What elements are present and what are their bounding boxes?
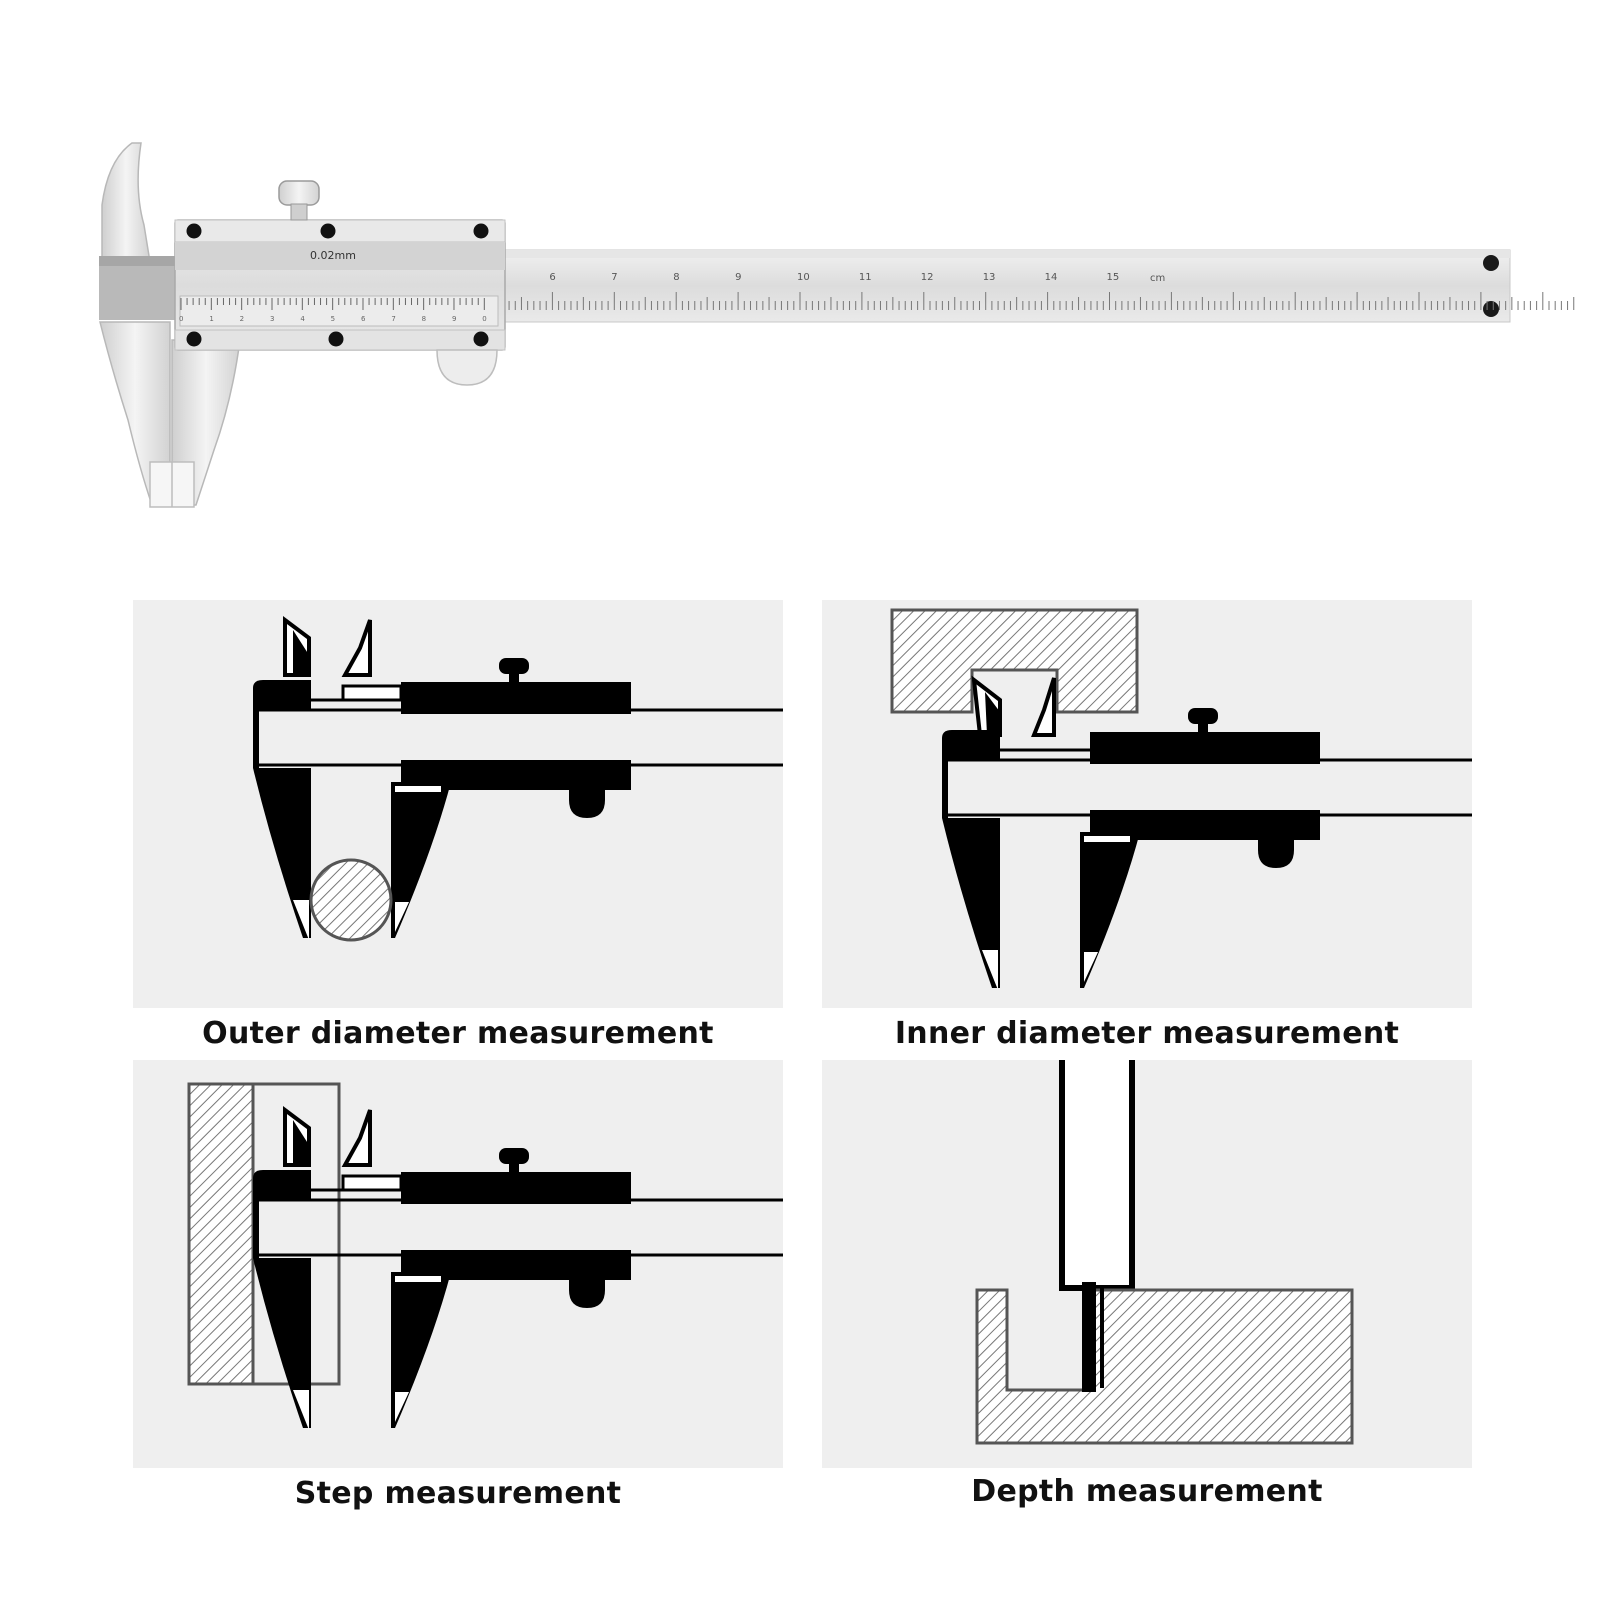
thumb-wheel-icon xyxy=(436,349,498,386)
panel-depth xyxy=(822,1060,1472,1468)
depth-workpiece xyxy=(975,1288,1354,1445)
head-screw xyxy=(473,331,489,347)
main-scale-number: 14 xyxy=(1045,272,1058,283)
vernier-caliper-photo: 0123456789101112131415 cm 0.02mm 0123456… xyxy=(99,142,1575,508)
beam-rivet xyxy=(1483,255,1499,271)
round-workpiece xyxy=(309,858,393,942)
vernier-number: 6 xyxy=(361,315,366,323)
vernier-number: 0 xyxy=(482,315,486,323)
main-scale-number: 6 xyxy=(549,272,555,283)
caption-step: Step measurement xyxy=(294,1476,622,1511)
head-screw xyxy=(328,331,344,347)
vernier-number: 9 xyxy=(452,315,456,323)
head-screw xyxy=(186,223,202,239)
vernier-number: 0 xyxy=(179,315,183,323)
panel-step xyxy=(133,1060,783,1468)
unit-label: cm xyxy=(1150,273,1165,284)
precision-label: 0.02mm xyxy=(310,249,356,262)
vernier-ticks xyxy=(180,298,485,310)
head-screw xyxy=(473,223,489,239)
vernier-number: 5 xyxy=(331,315,335,323)
step-diagram xyxy=(187,1082,783,1430)
hollow-workpiece xyxy=(890,608,1139,714)
panel-inner-diameter xyxy=(822,600,1472,1008)
main-scale-number: 9 xyxy=(735,272,741,283)
outer-diameter-diagram xyxy=(253,616,783,942)
fixed-upper-jaw xyxy=(101,142,151,263)
main-scale-number: 7 xyxy=(611,272,617,283)
locking-screw-icon xyxy=(278,180,320,206)
caption-inner-diameter: Inner diameter measurement xyxy=(894,1016,1400,1051)
main-scale-number: 13 xyxy=(983,272,996,283)
step-workpiece xyxy=(187,1082,255,1386)
head-screw xyxy=(186,331,202,347)
main-scale-number: 15 xyxy=(1107,272,1120,283)
main-scale-number: 11 xyxy=(859,272,872,283)
caliper-beam-end xyxy=(1059,1060,1135,1291)
vernier-number: 1 xyxy=(209,315,213,323)
vernier-number: 4 xyxy=(300,315,305,323)
vernier-number: 8 xyxy=(422,315,426,323)
caption-outer-diameter: Outer diameter measurement xyxy=(202,1016,714,1051)
panel-outer-diameter xyxy=(133,600,783,1008)
depth-diagram xyxy=(975,1060,1354,1445)
inner-diameter-diagram xyxy=(890,608,1472,990)
main-scale-number: 10 xyxy=(797,272,810,283)
head-screw xyxy=(320,223,336,239)
vernier-number: 7 xyxy=(391,315,395,323)
caption-depth: Depth measurement xyxy=(971,1474,1323,1509)
beam-rivet xyxy=(1483,301,1499,317)
main-scale-number: 8 xyxy=(673,272,679,283)
vernier-numbers: 0 1 2 3 4 5 6 7 8 9 0 xyxy=(179,315,487,323)
main-scale-number: 12 xyxy=(921,272,934,283)
depth-rod xyxy=(1082,1282,1096,1392)
vernier-number: 3 xyxy=(270,315,274,323)
vernier-number: 2 xyxy=(240,315,244,323)
